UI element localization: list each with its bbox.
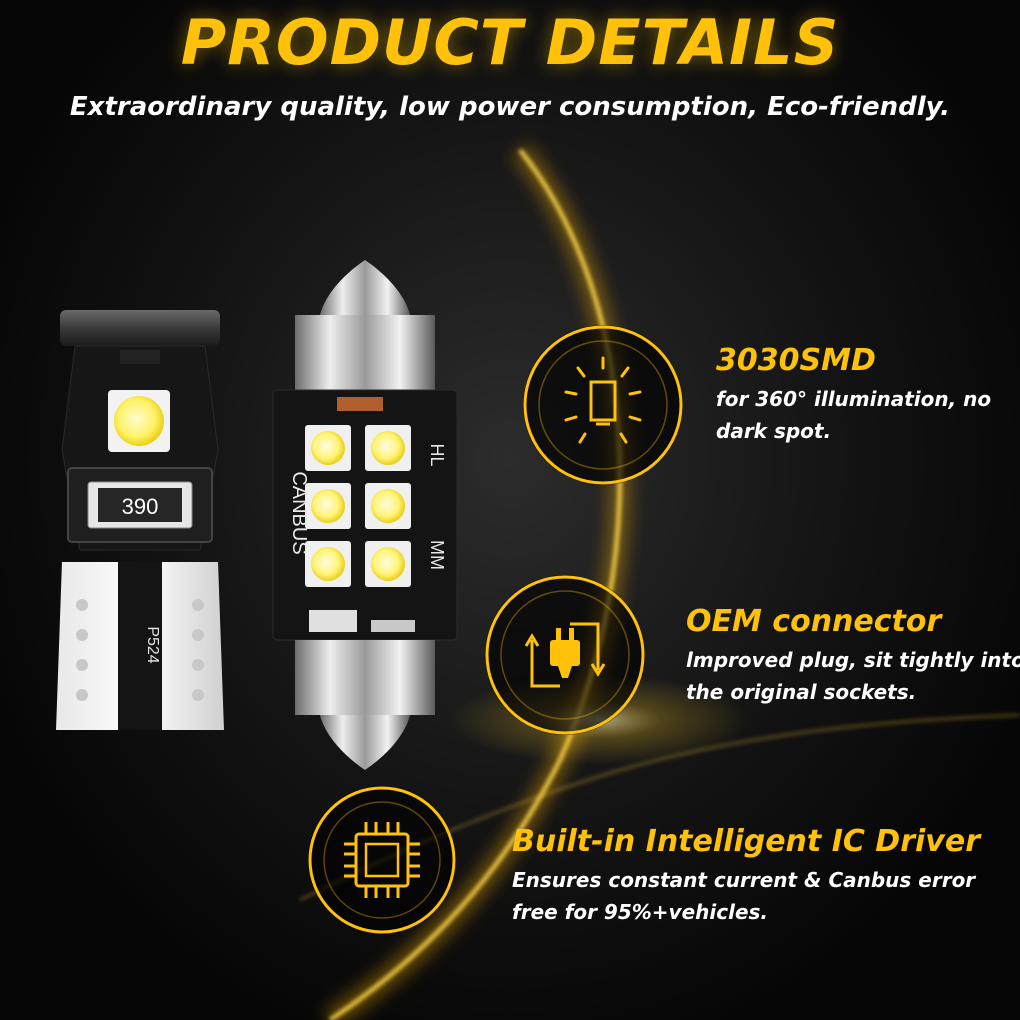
bulb-icon (523, 325, 683, 485)
feature-title: 3030SMD (716, 343, 876, 378)
plug-icon (485, 575, 645, 735)
board-label: P524 (144, 626, 161, 663)
resistor-label: 390 (122, 494, 159, 519)
feature-desc-line: the original sockets. (686, 680, 917, 704)
feature-3030smd: 3030SMD for 360° illumination, no dark s… (716, 343, 991, 447)
feature-title: Built-in Intelligent IC Driver (512, 824, 980, 859)
page-title: PRODUCT DETAILS (180, 6, 840, 79)
feature-desc-line: dark spot. (716, 419, 832, 443)
page-subtitle: Extraordinary quality, low power consump… (69, 92, 951, 122)
feature-title: OEM connector (686, 604, 942, 639)
mm-label: MM (427, 540, 447, 570)
chip-icon (308, 786, 456, 934)
festoon-bulb-image: CANBUS HL MM (272, 260, 458, 770)
feature-ic-driver: Built-in Intelligent IC Driver Ensures c… (512, 824, 980, 928)
feature-desc-line: free for 95%+vehicles. (512, 900, 769, 924)
feature-desc-line: for 360° illumination, no (716, 387, 992, 411)
feature-desc-line: lmproved plug, sit tightly into (686, 648, 1020, 672)
canbus-label: CANBUS (288, 471, 310, 554)
feature-desc-line: Ensures constant current & Canbus error (512, 868, 976, 892)
hl-label: HL (427, 443, 447, 466)
wedge-bulb-image: 390 P524 (56, 310, 224, 730)
feature-oem-connector: OEM connector lmproved plug, sit tightly… (686, 604, 1020, 708)
